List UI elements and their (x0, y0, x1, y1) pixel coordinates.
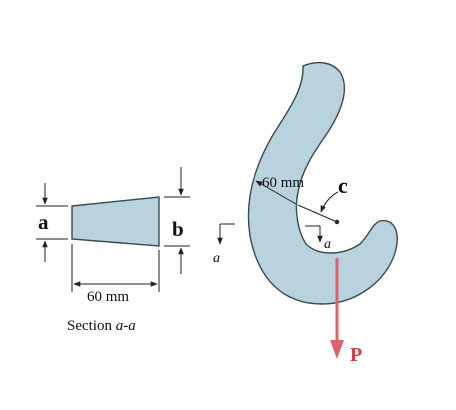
dimension-a (36, 183, 68, 262)
section-caption-italic: a-a (116, 318, 136, 334)
cut-marker-right (305, 225, 323, 243)
dimension-width (71, 244, 160, 292)
label-b: b (172, 217, 184, 241)
section-trapezoid (71, 196, 160, 247)
cut-label-right: a (324, 237, 331, 252)
cross-section: a b 60 mm Section a-a (36, 167, 190, 334)
radius-dimension (255, 180, 338, 223)
c-leader (320, 191, 339, 213)
width-dimension-label: 60 mm (87, 289, 129, 305)
hook-body (247, 61, 398, 305)
section-caption: Section a-a (67, 318, 136, 334)
cut-marker-left (217, 223, 235, 245)
load-arrow-head (330, 340, 344, 359)
curvature-center (334, 219, 340, 225)
crane-hook: 60 mm c a a P (213, 61, 398, 366)
dimension-b (164, 167, 190, 274)
radius-dimension-label: 60 mm (262, 175, 304, 191)
label-a: a (38, 210, 49, 234)
load-label: P (350, 344, 362, 366)
cut-label-left: a (213, 251, 220, 266)
label-c: c (338, 173, 348, 198)
section-caption-prefix: Section (67, 318, 116, 334)
